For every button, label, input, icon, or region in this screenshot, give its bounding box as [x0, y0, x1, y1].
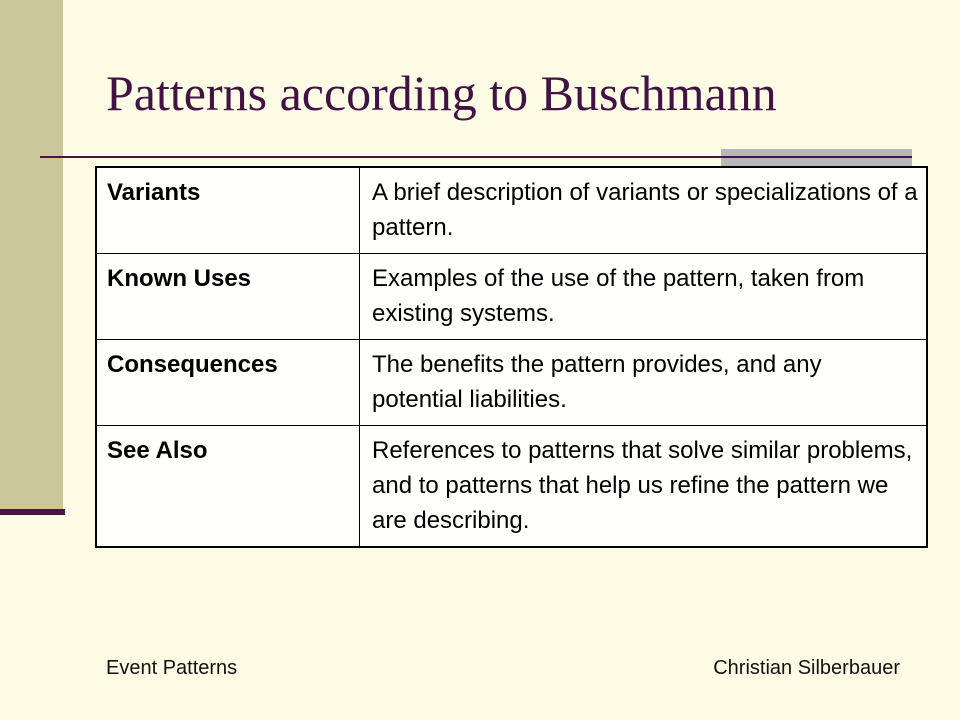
slide-title: Patterns according to Buschmann: [106, 65, 777, 121]
footer-presentation-name: Event Patterns: [106, 657, 238, 679]
table-row: See Also References to patterns that sol…: [95, 425, 928, 548]
left-accent-underline: [0, 509, 65, 515]
row-term: See Also: [95, 425, 360, 548]
row-term: Consequences: [95, 339, 360, 426]
row-term: Known Uses: [95, 253, 360, 340]
table-row: Consequences The benefits the pattern pr…: [95, 339, 928, 426]
pattern-sections-table: Variants A brief description of variants…: [95, 166, 928, 548]
row-term: Variants: [95, 166, 360, 254]
table-row: Known Uses Examples of the use of the pa…: [95, 253, 928, 340]
row-description: References to patterns that solve simila…: [359, 425, 928, 548]
row-description: The benefits the pattern provides, and a…: [359, 339, 928, 426]
table-row: Variants A brief description of variants…: [95, 166, 928, 254]
footer-author: Christian Silberbauer: [713, 657, 900, 679]
row-description: A brief description of variants or speci…: [359, 166, 928, 254]
row-description: Examples of the use of the pattern, take…: [359, 253, 928, 340]
title-rule: [40, 156, 912, 158]
left-accent-bar: [0, 0, 63, 512]
